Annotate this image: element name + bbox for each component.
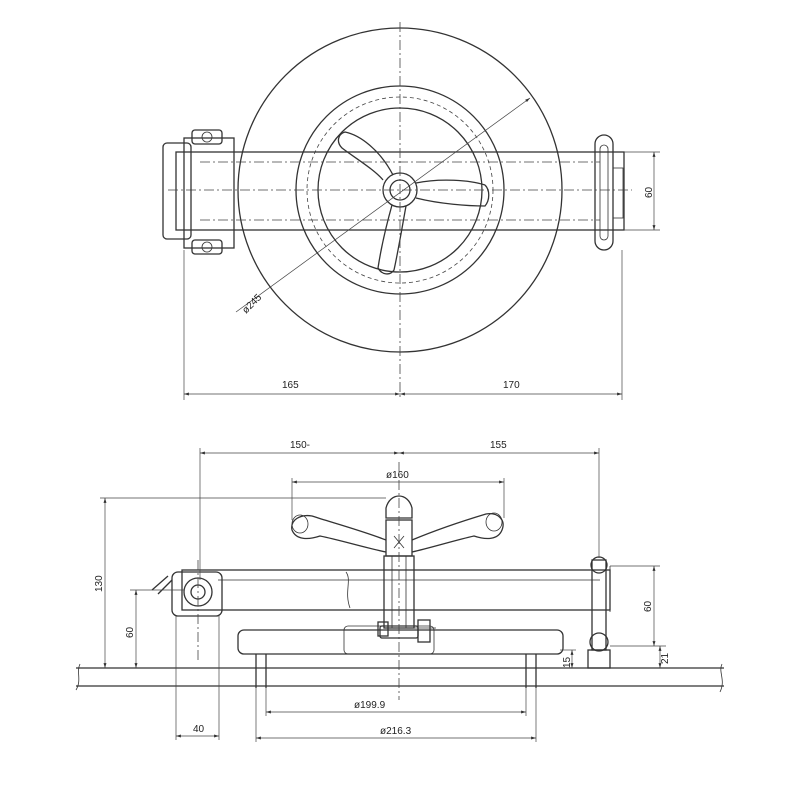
spoke-right (415, 179, 490, 207)
clamp-screw (417, 619, 431, 643)
left-pin-bottom-head (201, 241, 213, 253)
right-end-block (612, 167, 624, 219)
front-dim-right-small-label: 21 (660, 652, 671, 664)
top-height-label: 60 (644, 186, 655, 198)
front-dim-top-left-label: 150- (290, 440, 310, 451)
handwheel-grip-left (291, 514, 309, 534)
right-handle-slot (599, 144, 609, 241)
left-lever (151, 575, 169, 591)
front-dim-handwheel-label: ø160 (386, 470, 409, 481)
base-disc (237, 629, 564, 655)
front-dim-right-height-label: 60 (643, 600, 654, 612)
clamp-foot (377, 621, 389, 637)
top-diameter-label: ø245 (240, 292, 264, 316)
spoke-down (377, 204, 407, 275)
front-dim-offset-label: 40 (193, 724, 205, 735)
table-break-right (719, 663, 723, 693)
left-pin-top-head (201, 131, 213, 143)
front-arm-break (345, 571, 351, 609)
handwheel-arm-right (411, 513, 504, 553)
front-dim-diameter-inner-label: ø199.9 (354, 700, 386, 711)
left-lever-2 (157, 579, 173, 595)
table-break-left (75, 663, 81, 691)
right-knob-bottom (589, 632, 609, 652)
center-knob (385, 495, 413, 519)
front-dim-total-height-label: 130 (94, 575, 105, 592)
left-pivot-block (171, 571, 223, 617)
left-pin-bottom (191, 239, 223, 255)
top-view: ø245 60 165 170 (162, 22, 660, 400)
right-foot (587, 649, 611, 669)
handwheel-grip-right (485, 512, 503, 532)
left-bracket-plate (183, 137, 235, 249)
left-bracket (162, 142, 192, 240)
top-dim-right-label: 170 (503, 380, 520, 391)
front-dim-pivot-height-label: 60 (125, 626, 136, 638)
handwheel-arm-left (291, 514, 387, 553)
front-dim-base-step-label: 15 (562, 656, 573, 668)
front-dim-top-right-label: 155 (490, 440, 507, 451)
spoke-up (337, 131, 394, 181)
front-view: 150- 155 ø160 130 60 60 21 15 40 ø199.9 (75, 440, 724, 742)
front-arm (181, 569, 611, 611)
top-dim-left-label: 165 (282, 380, 299, 391)
front-dim-diameter-outer-label: ø216.3 (380, 726, 412, 737)
diameter-leader (235, 97, 531, 313)
left-pin-top (191, 129, 223, 145)
